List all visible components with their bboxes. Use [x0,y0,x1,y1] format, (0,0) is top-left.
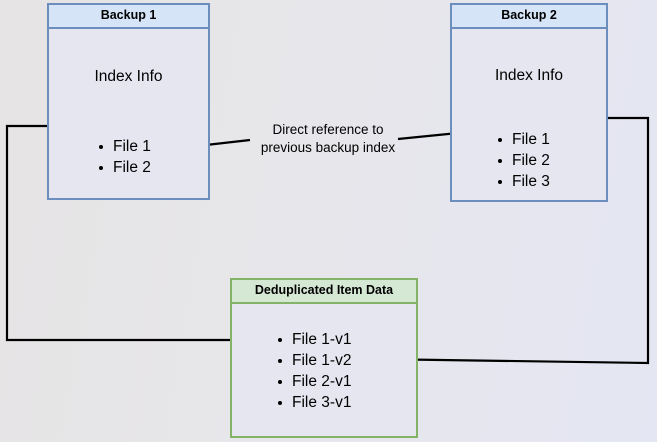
deduplicated-item-data-body: File 1-v1 File 1-v2 File 2-v1 File 3-v1 [232,304,416,436]
list-item: File 2 [496,150,550,171]
list-item: File 3-v1 [276,392,351,413]
list-item: File 1-v2 [276,350,351,371]
direct-reference-label-line-2: previous backup index [260,140,396,155]
backup-2-index-info-label: Index Info [494,67,564,84]
backup-2-box[interactable]: Backup 2 Index Info File 1 File 2 File 3 [450,3,608,202]
backup-1-index-info-label: Index Info [94,68,163,85]
direct-reference-label-line-1: Direct reference to [272,122,384,137]
list-item: File 3 [496,171,550,192]
deduplicated-item-data-header: Deduplicated Item Data [232,280,416,304]
list-item: File 2 [97,157,151,178]
backup-2-file-list: File 1 File 2 File 3 [496,129,550,192]
deduplicated-file-list: File 1-v1 File 1-v2 File 2-v1 File 3-v1 [276,329,351,413]
backup-1-header: Backup 1 [49,5,208,29]
backup-2-body: Index Info File 1 File 2 File 3 [452,29,606,200]
backup-2-header: Backup 2 [452,5,606,29]
list-item: File 1 [496,129,550,150]
direct-reference-label: Direct reference to previous backup inde… [248,121,408,157]
list-item: File 2-v1 [276,371,351,392]
list-item: File 1-v1 [276,329,351,350]
backup-1-box[interactable]: Backup 1 Index Info File 1 File 2 [47,3,210,200]
backup-1-file-list: File 1 File 2 [97,136,151,178]
backup-1-body: Index Info File 1 File 2 [49,29,208,198]
deduplicated-item-data-box[interactable]: Deduplicated Item Data File 1-v1 File 1-… [230,278,418,438]
list-item: File 1 [97,136,151,157]
